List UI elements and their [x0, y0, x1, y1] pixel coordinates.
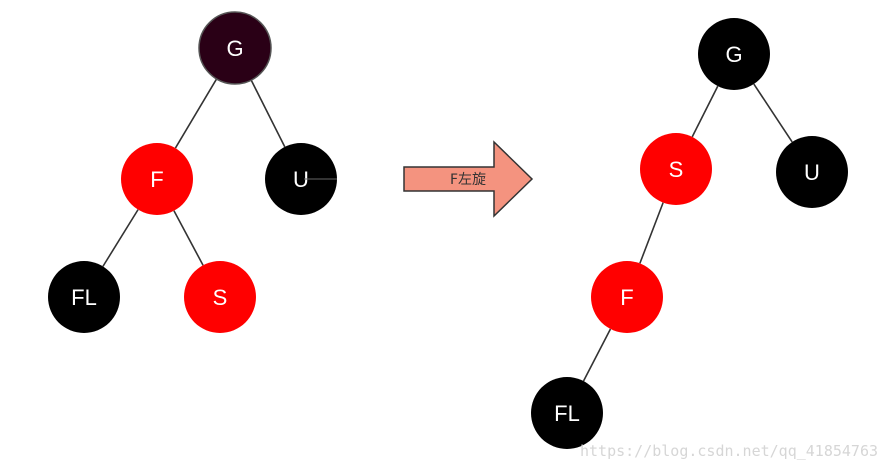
node-label: S — [213, 285, 228, 310]
node-S: S — [640, 133, 712, 205]
edge-G-U — [753, 83, 793, 143]
edge-F-FL — [102, 209, 139, 267]
node-circle — [121, 143, 193, 215]
node-label: FL — [554, 401, 580, 426]
edge-F-FL — [582, 328, 612, 382]
node-F: F — [121, 143, 193, 215]
node-G: G — [198, 11, 272, 85]
node-circle — [265, 143, 337, 215]
edge-G-F — [174, 78, 218, 149]
node-label: G — [725, 42, 742, 67]
node-FL: FL — [531, 377, 603, 449]
node-label: G — [226, 36, 243, 61]
node-U: U — [265, 143, 337, 215]
node-circle — [184, 261, 256, 333]
arrow-label: F左旋 — [450, 172, 486, 188]
node-U: U — [776, 136, 848, 208]
right-arrow-icon — [403, 140, 534, 218]
rotation-arrow: F左旋 — [403, 140, 534, 218]
edge-F-S — [173, 210, 204, 266]
node-circle — [776, 136, 848, 208]
node-FL: FL — [48, 261, 120, 333]
node-circle — [48, 261, 120, 333]
node-label: U — [804, 160, 820, 185]
after-tree: G S U F FL — [531, 18, 848, 449]
node-label: F — [620, 285, 633, 310]
node-circle — [591, 261, 663, 333]
node-F: F — [591, 261, 663, 333]
node-label: U — [293, 167, 309, 192]
node-circle — [198, 11, 272, 85]
before-tree: G F U FL S — [48, 11, 337, 333]
node-circle — [640, 133, 712, 205]
edge-G-S — [691, 85, 719, 138]
watermark: https://blog.csdn.net/qq_41854763 — [579, 442, 878, 460]
node-label: FL — [71, 285, 97, 310]
node-G: G — [698, 18, 770, 90]
edge-S-F — [639, 202, 664, 264]
node-circle — [698, 18, 770, 90]
node-label: S — [669, 157, 684, 182]
node-label: F — [150, 167, 163, 192]
node-circle — [531, 377, 603, 449]
edge-G-U — [250, 79, 286, 148]
node-S: S — [184, 261, 256, 333]
